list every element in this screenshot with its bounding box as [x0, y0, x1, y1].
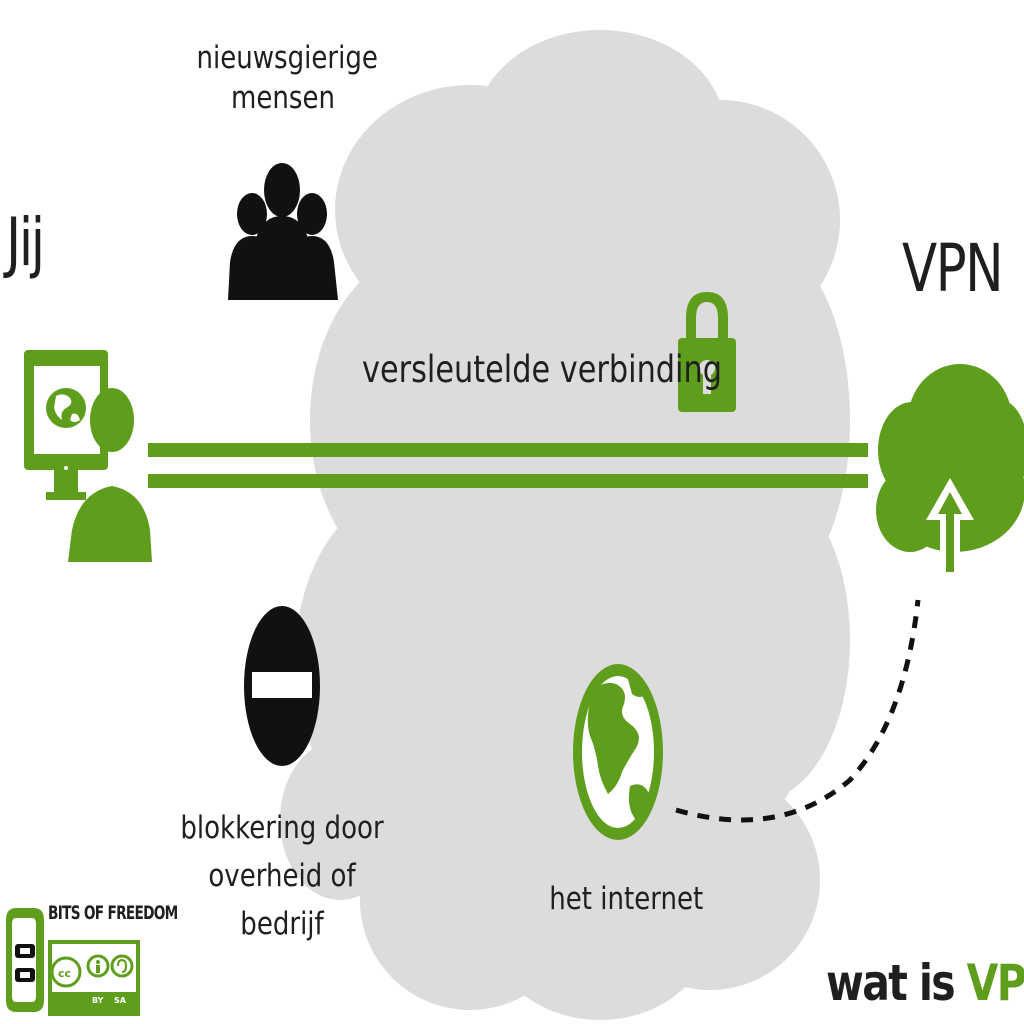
vpn-cloud-upload-icon	[876, 364, 1024, 578]
encrypted-connection-label: versleutelde verbinding	[362, 348, 722, 391]
dashed-connection-line	[675, 599, 921, 823]
blocking-label: blokkering door overheid of bedrijf	[180, 810, 384, 942]
creative-commons-badge: cc	[48, 940, 140, 1016]
page-title: wat is VPN?	[826, 958, 1024, 1008]
brand-name: BITS OF FREEDOM	[48, 902, 178, 924]
lock-icon	[678, 292, 736, 412]
title-accent: VPN	[966, 954, 1024, 1012]
people-group-icon	[228, 163, 338, 300]
you-label: Jij	[6, 204, 45, 281]
internet-label: het internet	[549, 881, 704, 917]
title-prefix: wat is	[826, 954, 967, 1012]
svg-text:cc: cc	[58, 967, 71, 980]
license-by-label: BY	[92, 996, 104, 1005]
no-entry-icon	[244, 606, 320, 766]
curious-people-label: nieuwsgierige mensen	[196, 40, 378, 116]
bits-of-freedom-logo	[6, 908, 44, 1012]
license-sa-label: SA	[114, 996, 126, 1005]
globe-icon	[573, 664, 663, 840]
globe-icon-small	[46, 388, 86, 428]
vpn-label: VPN	[902, 230, 1004, 307]
encrypted-tunnel-lines	[148, 443, 868, 488]
computer-user-icon	[24, 350, 152, 562]
